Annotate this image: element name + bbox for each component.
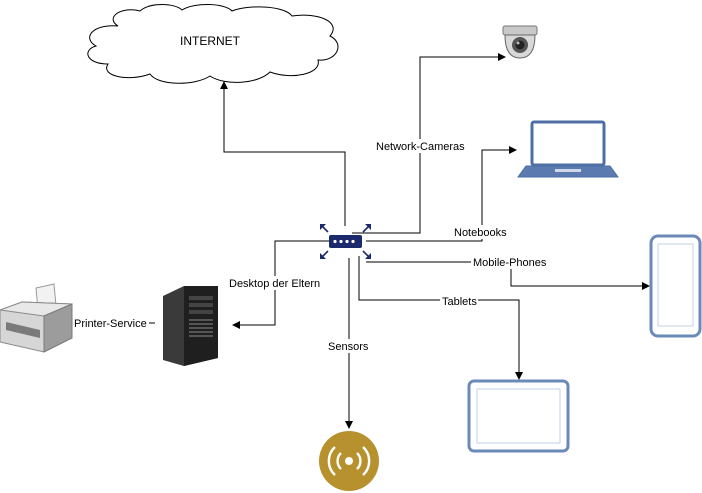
label-mobile-phones: Mobile-Phones xyxy=(473,257,547,269)
internet-cloud-node: INTERNET xyxy=(87,4,339,84)
printer-node xyxy=(0,283,73,353)
edge-router-phone xyxy=(366,261,650,290)
edge-router-tablet xyxy=(358,256,523,380)
tablet-node xyxy=(467,379,570,453)
label-network-cameras: Network-Cameras xyxy=(376,141,465,153)
laptop-node xyxy=(517,120,619,178)
tablet-icon xyxy=(467,379,570,453)
phone-node xyxy=(649,234,702,338)
desktop-node xyxy=(163,286,218,366)
sensor-icon xyxy=(319,431,379,491)
camera-icon xyxy=(502,25,538,59)
label-tablets: Tablets xyxy=(442,296,477,308)
edge-router-laptop xyxy=(366,146,517,242)
camera-node xyxy=(502,25,538,59)
cloud-icon xyxy=(87,4,339,84)
printer-icon xyxy=(0,283,73,353)
edges xyxy=(75,53,650,429)
router-icon xyxy=(320,224,371,259)
desktop-tower-icon xyxy=(163,286,218,366)
sensor-node xyxy=(319,431,379,491)
label-notebooks: Notebooks xyxy=(454,227,507,239)
router-node xyxy=(320,224,371,259)
phone-icon xyxy=(649,234,702,338)
label-printer-service: Printer-Service xyxy=(74,318,147,330)
edge-labels: Network-Cameras Notebooks Mobile-Phones … xyxy=(73,139,549,353)
edge-router-internet xyxy=(220,81,346,226)
internet-label: INTERNET xyxy=(180,34,241,48)
label-sensors: Sensors xyxy=(328,341,369,353)
laptop-icon xyxy=(517,120,619,178)
label-desktop-der-eltern: Desktop der Eltern xyxy=(229,278,320,290)
